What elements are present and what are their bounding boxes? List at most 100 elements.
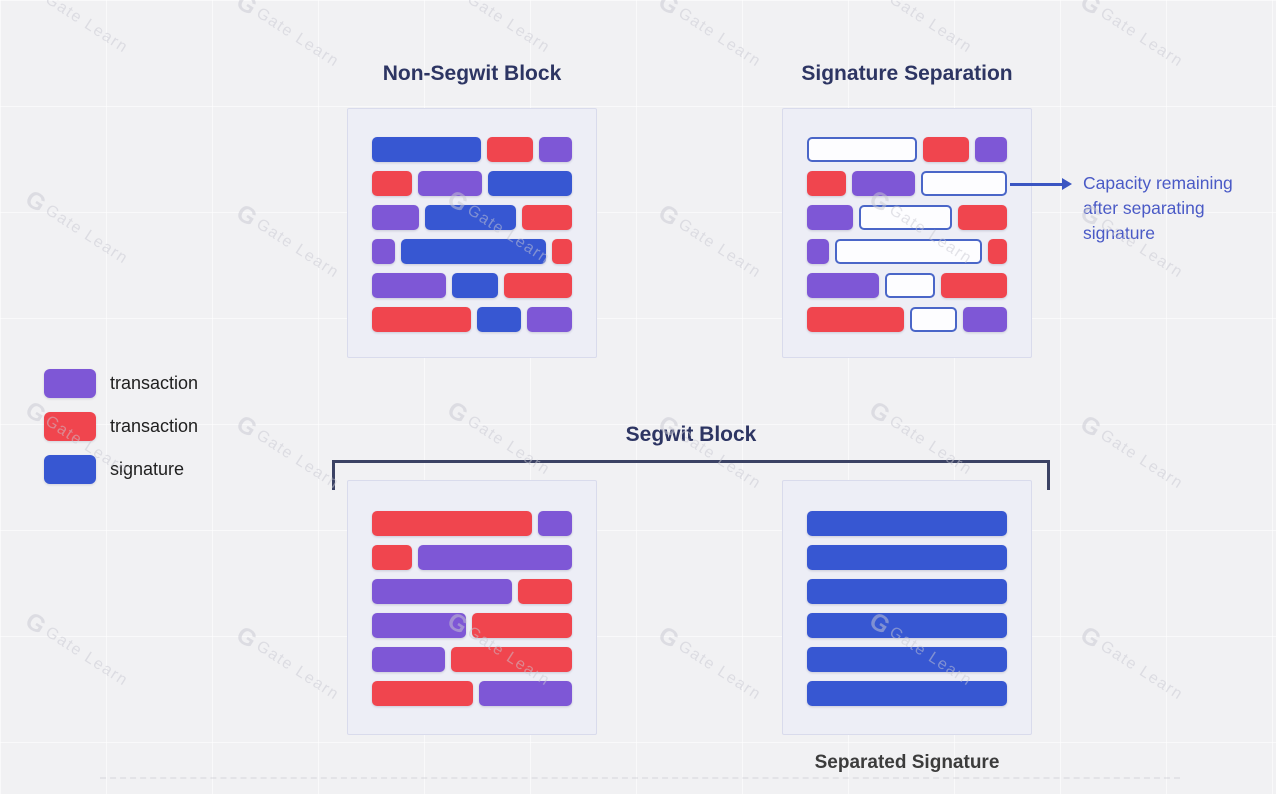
bar-row bbox=[807, 239, 1008, 264]
bar-row bbox=[372, 579, 572, 604]
gate-logo-icon: G bbox=[1075, 0, 1106, 22]
transaction-bar bbox=[974, 137, 1008, 162]
annotation-arrow-line bbox=[1010, 183, 1063, 186]
signature-bar bbox=[807, 511, 1007, 536]
transaction-bar bbox=[504, 273, 573, 298]
transaction-bar bbox=[807, 307, 905, 332]
bar-row bbox=[372, 205, 572, 230]
transaction-bar bbox=[450, 647, 572, 672]
legend: transaction transaction signature bbox=[44, 369, 198, 498]
signature-bar bbox=[807, 613, 1007, 638]
transaction-bar bbox=[852, 171, 916, 196]
gate-logo-icon: G bbox=[653, 199, 684, 233]
gate-logo-icon: G bbox=[653, 0, 684, 22]
transaction-bar bbox=[527, 307, 572, 332]
legend-swatch-purple bbox=[44, 369, 96, 398]
gate-logo-icon: G bbox=[1075, 621, 1106, 655]
signature-separation-panel bbox=[782, 108, 1032, 358]
watermark-text: Gate Learn bbox=[253, 426, 343, 493]
watermark-text: Gate Learn bbox=[253, 215, 343, 282]
transaction-bar bbox=[372, 307, 472, 332]
segwit-title: Segwit Block bbox=[625, 423, 757, 446]
gate-logo-icon: G bbox=[20, 185, 51, 219]
watermark-text: Gate Learn bbox=[675, 4, 765, 71]
empty-capacity-bar bbox=[807, 137, 918, 162]
gate-logo-icon: G bbox=[1075, 410, 1106, 444]
bar-row bbox=[372, 171, 572, 196]
signature-bar bbox=[807, 545, 1007, 570]
transaction-bar bbox=[807, 171, 847, 196]
watermark-text: Gate Learn bbox=[42, 0, 132, 57]
empty-capacity-bar bbox=[859, 205, 952, 230]
gate-logo-icon: G bbox=[231, 410, 262, 444]
empty-capacity-bar bbox=[921, 171, 1007, 196]
empty-capacity-bar bbox=[885, 273, 935, 298]
signature-bar bbox=[372, 137, 481, 162]
signature-bar bbox=[488, 171, 572, 196]
transaction-bar bbox=[372, 205, 420, 230]
bar-row bbox=[372, 647, 572, 672]
gate-logo-icon: G bbox=[231, 621, 262, 655]
bar-row bbox=[372, 137, 572, 162]
non-segwit-block-panel bbox=[347, 108, 597, 358]
transaction-bar bbox=[372, 613, 466, 638]
watermark-text: Gate Learn bbox=[42, 201, 132, 268]
non-segwit-title: Non-Segwit Block bbox=[382, 62, 562, 85]
transaction-bar bbox=[521, 205, 572, 230]
bar-row bbox=[807, 579, 1007, 604]
signature-bar bbox=[425, 205, 516, 230]
signature-separation-title: Signature Separation bbox=[801, 62, 1013, 85]
watermark-text: Gate Learn bbox=[42, 623, 132, 690]
bar-row bbox=[807, 205, 1008, 230]
transaction-bar bbox=[372, 273, 446, 298]
bar-row bbox=[807, 171, 1007, 196]
faint-artifact-line bbox=[100, 777, 1180, 779]
gate-logo-icon: G bbox=[442, 0, 472, 8]
bar-row bbox=[807, 511, 1007, 536]
transaction-bar bbox=[417, 171, 483, 196]
legend-item: transaction bbox=[44, 369, 198, 398]
watermark-text: Gate Learn bbox=[1097, 637, 1187, 704]
transaction-bar bbox=[963, 307, 1008, 332]
bar-row bbox=[807, 681, 1007, 706]
transaction-bar bbox=[471, 613, 572, 638]
transaction-bar bbox=[807, 205, 854, 230]
bar-row bbox=[807, 137, 1008, 162]
gate-logo-icon: G bbox=[231, 0, 262, 22]
bar-row bbox=[807, 273, 1007, 298]
gate-logo-icon: G bbox=[653, 621, 684, 655]
transaction-bar bbox=[372, 579, 513, 604]
bar-row bbox=[372, 545, 572, 570]
bar-row bbox=[807, 647, 1007, 672]
transaction-bar bbox=[417, 545, 572, 570]
signature-bar bbox=[807, 647, 1007, 672]
transaction-bar bbox=[957, 205, 1008, 230]
bar-row bbox=[372, 511, 572, 536]
watermark-text: Gate Learn bbox=[253, 637, 343, 704]
transaction-bar bbox=[539, 137, 572, 162]
legend-label: transaction bbox=[110, 416, 199, 436]
legend-label: signature bbox=[110, 459, 185, 479]
transaction-bar bbox=[372, 681, 473, 706]
signature-bar bbox=[451, 273, 499, 298]
signature-bar bbox=[807, 579, 1007, 604]
bar-row bbox=[372, 681, 572, 706]
legend-swatch-blue bbox=[44, 455, 96, 484]
annotation-arrow-head-icon bbox=[1062, 178, 1072, 190]
watermark-text: Gate Learn bbox=[675, 637, 765, 704]
legend-item: signature bbox=[44, 455, 198, 484]
gate-logo-icon: G bbox=[231, 199, 262, 233]
transaction-bar bbox=[486, 137, 534, 162]
transaction-bar bbox=[940, 273, 1007, 298]
bar-row bbox=[372, 307, 572, 332]
